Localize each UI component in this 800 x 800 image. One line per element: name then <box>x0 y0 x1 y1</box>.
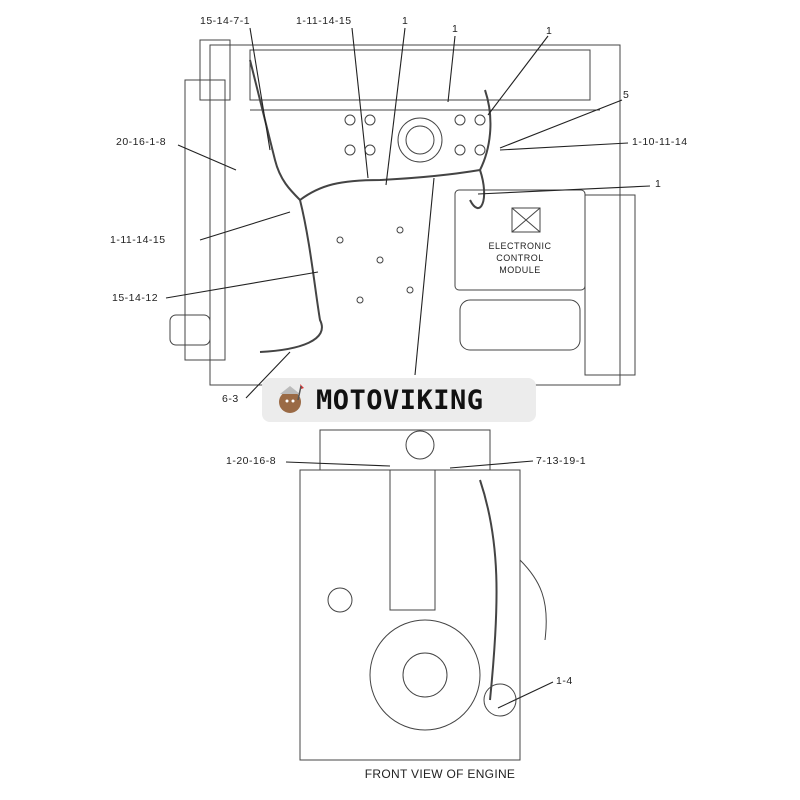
callout-7-13-19-1: 7-13-19-1 <box>536 455 587 467</box>
watermark-brand: MOTOVIKING <box>316 384 484 416</box>
leader-lines <box>165 27 651 709</box>
engine-side-view <box>169 39 636 386</box>
callout-15-14-7-1: 15-14-7-1 <box>200 15 251 27</box>
callout-1: 1 <box>402 15 409 27</box>
callout-1: 1 <box>452 23 459 35</box>
ecm-label: ELECTRONIC CONTROL MODULE <box>470 240 570 276</box>
ecm-label-line: CONTROL <box>496 253 544 263</box>
engine-front-view <box>299 429 547 761</box>
callout-20-16-1-8: 20-16-1-8 <box>116 136 167 148</box>
watermark-badge: MOTOVIKING <box>262 378 536 422</box>
front-view-caption: FRONT VIEW OF ENGINE <box>364 767 516 781</box>
callout-15-14-12: 15-14-12 <box>112 292 159 304</box>
callout-1-11-14-15: 1-11-14-15 <box>110 234 166 246</box>
ecm-label-line: MODULE <box>499 265 541 275</box>
callout-1: 1 <box>655 178 662 190</box>
callout-1-4: 1-4 <box>556 675 573 687</box>
ecm-label-line: ELECTRONIC <box>488 241 552 251</box>
callout-5: 5 <box>623 89 630 101</box>
callout-1-11-14-15: 1-11-14-15 <box>296 15 352 27</box>
bolt-pattern <box>336 114 486 304</box>
callout-1: 1 <box>546 25 553 37</box>
callout-1-20-16-8: 1-20-16-8 <box>226 455 277 467</box>
callout-1-10-11-14: 1-10-11-14 <box>632 136 688 148</box>
viking-mascot-icon <box>279 384 304 413</box>
callout-6-3: 6-3 <box>222 393 239 405</box>
